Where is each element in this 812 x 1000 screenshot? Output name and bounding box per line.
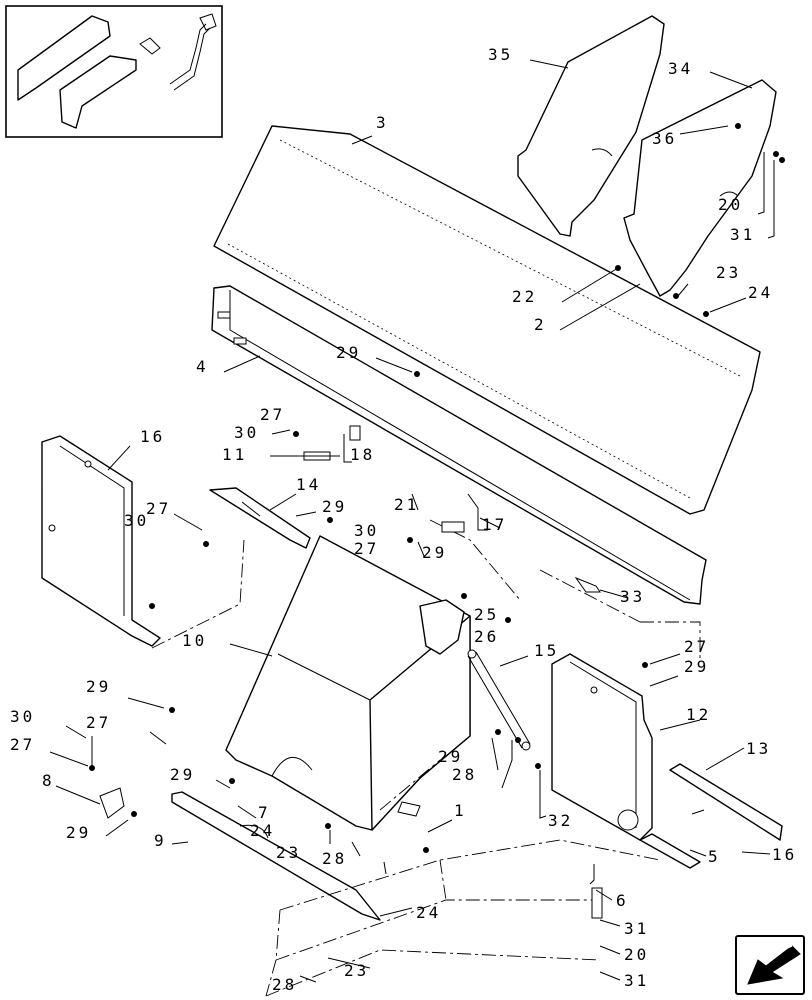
part-12-right-panel xyxy=(551,653,701,869)
callout-33: 33 xyxy=(620,587,645,606)
callout-5-right: 5 xyxy=(708,847,721,866)
callout-29-g: 29 xyxy=(170,765,195,784)
callout-30-b: 30 xyxy=(124,511,149,530)
callout-21: 21 xyxy=(394,495,419,514)
callout-18: 17 xyxy=(482,515,507,534)
callout-29-b: 29 xyxy=(322,497,347,516)
callout-labels: 35 34 36 3 20 31 23 24 22 2 4 29 27 30 1… xyxy=(10,45,797,994)
part-34-shield xyxy=(623,79,777,297)
callout-10: 10 xyxy=(182,631,207,650)
callout-20-top: 20 xyxy=(718,195,743,214)
callout-27-b: 27 xyxy=(146,499,171,518)
callout-24-bottom: 24 xyxy=(416,903,441,922)
callout-31-bottom-a: 31 xyxy=(624,919,649,938)
callout-8: 8 xyxy=(42,771,55,790)
callout-29-h: 29 xyxy=(66,823,91,842)
callout-29-f: 29 xyxy=(438,747,463,766)
callout-31-top: 31 xyxy=(730,225,755,244)
part-35-shield xyxy=(517,15,665,237)
callout-14: 14 xyxy=(296,475,321,494)
callout-11: 11 xyxy=(222,445,247,464)
callout-32: 32 xyxy=(548,811,573,830)
callout-27-e: 27 xyxy=(86,713,111,732)
part-16-strut xyxy=(467,649,531,751)
callout-24-mid: 24 xyxy=(250,821,275,840)
callout-3: 3 xyxy=(376,113,389,132)
callout-36: 36 xyxy=(652,129,677,148)
inset-thumbnail xyxy=(5,5,223,138)
callout-23-mid: 23 xyxy=(276,843,301,862)
part-14-bracket xyxy=(209,487,311,549)
callout-34: 34 xyxy=(668,59,693,78)
part-3-top-shield xyxy=(213,125,761,515)
leader-lines xyxy=(49,59,775,983)
part-17-left-panel xyxy=(41,435,161,647)
callout-27-d: 27 xyxy=(684,637,709,656)
callout-23-bottom: 23 xyxy=(344,961,369,980)
part-9-bottom-rail xyxy=(171,791,381,921)
callout-13: 13 xyxy=(746,739,771,758)
callout-4: 4 xyxy=(196,357,209,376)
callout-27-f: 27 xyxy=(10,735,35,754)
callout-2: 2 xyxy=(534,315,547,334)
callout-16: 15 xyxy=(534,641,559,660)
callout-20-bottom: 20 xyxy=(624,945,649,964)
callout-24-top: 24 xyxy=(748,283,773,302)
callout-30-d: 30 xyxy=(10,707,35,726)
callout-9: 9 xyxy=(154,831,167,850)
part-4-cross-beam xyxy=(211,285,707,605)
callout-6-bottom: 6 xyxy=(616,891,629,910)
part-10-hopper xyxy=(225,535,471,831)
callout-23-top: 23 xyxy=(716,263,741,282)
callout-29-e: 29 xyxy=(86,677,111,696)
callout-31-bottom-b: 31 xyxy=(624,971,649,990)
callout-27-a: 27 xyxy=(260,405,285,424)
callout-29-a: 29 xyxy=(336,343,361,362)
callout-22: 22 xyxy=(512,287,537,306)
callout-15: 16 xyxy=(772,845,797,864)
callout-27-c: 27 xyxy=(354,539,379,558)
callout-26: 26 xyxy=(474,627,499,646)
callout-19: 18 xyxy=(350,445,375,464)
part-13-bracket xyxy=(669,763,783,841)
callout-30-c: 30 xyxy=(354,521,379,540)
callout-7: 7 xyxy=(258,803,271,822)
navigation-arrow-icon[interactable] xyxy=(735,935,805,995)
callout-29-d: 29 xyxy=(684,657,709,676)
callout-17: 16 xyxy=(140,427,165,446)
callout-35: 35 xyxy=(488,45,513,64)
callout-28-mid: 28 xyxy=(322,849,347,868)
callout-30-a: 30 xyxy=(234,423,259,442)
callout-12: 12 xyxy=(686,705,711,724)
callout-29-c: 29 xyxy=(422,543,447,562)
callout-25: 25 xyxy=(474,605,499,624)
callout-28-bottom: 28 xyxy=(272,975,297,994)
callout-1: 1 xyxy=(454,801,467,820)
frame-outline xyxy=(151,519,701,997)
callout-27-g: 28 xyxy=(452,765,477,784)
